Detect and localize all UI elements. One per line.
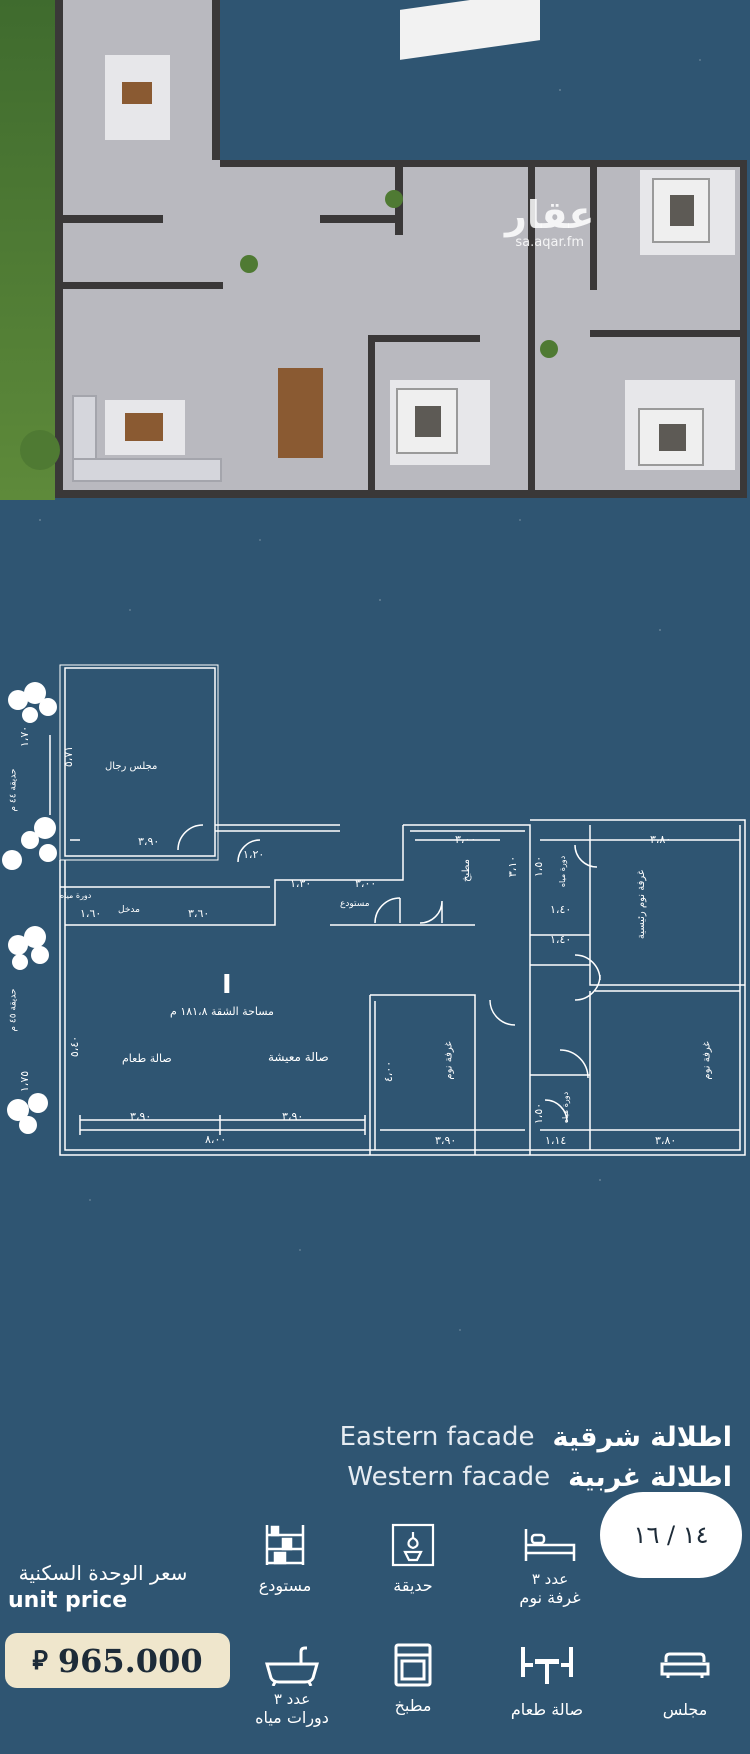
unit-mark: I: [222, 970, 232, 1000]
bedrooms-label: غرفة نوم: [519, 1588, 581, 1607]
aqar-logo-text: عقار: [505, 193, 595, 237]
feature-kitchen: مطبخ: [353, 1640, 473, 1716]
render-plan-image: [0, 0, 750, 500]
bathrooms-label: دورات مياه: [255, 1708, 329, 1727]
label-bath-1: دورة مياه: [60, 891, 92, 900]
riyal-currency-icon: ⃁: [32, 1646, 48, 1676]
label-dining: صالة طعام: [122, 1052, 172, 1065]
aqar-url: sa.aqar.fm: [515, 235, 585, 250]
facade-eastern-ar: اطلالة شرقية: [552, 1421, 732, 1453]
feature-dining: صالة طعام: [487, 1640, 607, 1720]
label-bedroom-2: غرفة نوم: [701, 1041, 713, 1080]
label-bath-3: دورة مياه: [561, 1091, 571, 1124]
kitchen-label: مطبخ: [394, 1696, 432, 1715]
dim: ١،٦٠: [80, 907, 102, 920]
price-value: 965.000: [57, 1641, 203, 1680]
dim: ٣،١٠: [506, 855, 520, 878]
feature-garden: حديقة: [353, 1520, 473, 1596]
price-box: ⃁ 965.000: [5, 1633, 230, 1688]
dim: ٣،٩٠: [435, 1134, 457, 1147]
dim: ٣،٠٠: [355, 877, 377, 890]
dim: ١،٧٠: [18, 725, 32, 748]
label-living: صالة معيشة: [268, 1050, 329, 1064]
dim: ١،١٤: [545, 1134, 567, 1147]
aqar-watermark: عقار sa.aqar.fm: [505, 195, 594, 250]
majlis-label: مجلس: [662, 1700, 708, 1719]
label-garden-2: حديقة ٤٥ م: [8, 988, 19, 1032]
dim: ١،٧٥: [18, 1070, 32, 1093]
dim: ١،٥٠: [532, 1102, 546, 1125]
feature-bedrooms: عدد ٣ غرفة نوم: [490, 1520, 610, 1608]
dim: ٣،٩٠: [130, 1110, 152, 1123]
dim: ٣،٨٠: [650, 833, 672, 846]
dim: ٣،٦٠: [188, 907, 210, 920]
garden-label: حديقة: [393, 1576, 433, 1595]
dim: ٣،٩٠: [282, 1110, 304, 1123]
label-majlis: مجلس رجال: [105, 761, 158, 772]
technical-floor-plan: مجلس رجال مطبخ غرفة نوم رئيسية غرفة نوم …: [0, 655, 750, 1165]
unit-price-label-en: unit price: [8, 1588, 128, 1613]
dim: ٣،٨٠: [655, 1134, 677, 1147]
dining-label: صالة طعام: [510, 1700, 584, 1719]
label-master-bedroom: غرفة نوم رئيسية: [636, 869, 648, 940]
label-bedroom-1: غرفة نوم: [443, 1041, 455, 1080]
facade-eastern: Eastern facade اطلالة شرقية: [292, 1417, 732, 1457]
facade-eastern-en: Eastern facade: [339, 1422, 535, 1452]
facade-western: Western facade اطلالة غربية: [292, 1457, 732, 1497]
dim: ٣،٠٠: [455, 833, 477, 846]
label-entrance: مدخل: [118, 905, 140, 915]
page-badge: ١٤ / ١٦: [600, 1492, 742, 1578]
label-bath-2: دورة مياه: [558, 855, 568, 888]
feature-storage: مستودع: [225, 1520, 345, 1596]
feature-majlis: مجلس: [625, 1640, 745, 1720]
facade-western-ar: اطلالة غربية: [568, 1461, 732, 1493]
feature-bathrooms: عدد ٣ دورات مياه: [232, 1640, 352, 1728]
garden-strip: [0, 0, 55, 500]
rendered-floor-plan: عقار sa.aqar.fm: [0, 0, 750, 500]
dim: ١،٤٠: [550, 933, 572, 946]
page-badge-text: ١٤ / ١٦: [633, 1521, 709, 1549]
garden-icon: [353, 1520, 473, 1570]
dim: ٨،٠٠: [205, 1133, 227, 1146]
label-kitchen: مطبخ: [461, 858, 473, 883]
facade-western-en: Western facade: [347, 1462, 551, 1492]
unit-price-label-ar: سعر الوحدة السكنية: [18, 1561, 188, 1585]
bedrooms-count: عدد ٣: [531, 1570, 569, 1588]
bed-icon: [490, 1520, 610, 1570]
label-area: مساحة الشقة ١٨١،٨ م: [170, 1005, 274, 1018]
label-storage: مستودع: [340, 899, 370, 909]
bathrooms-count: عدد ٣: [273, 1690, 311, 1708]
plan-lines: [2, 664, 746, 1156]
storage-label: مستودع: [258, 1576, 312, 1595]
label-garden-1: حديقة ٤٤ م: [8, 768, 19, 812]
dim: ٣،٩٠: [138, 835, 160, 848]
sofa-icon: [625, 1640, 745, 1690]
stove-icon: [353, 1640, 473, 1690]
dim: ٥،٧١: [62, 745, 76, 768]
dim: ١،٣٠: [290, 877, 312, 890]
shelves-icon: [225, 1520, 345, 1570]
dim: ١،٤٠: [550, 903, 572, 916]
bathtub-icon: [232, 1640, 352, 1690]
dining-table-icon: [487, 1640, 607, 1690]
dim: ١،٥٠: [532, 855, 546, 878]
dim: ٤،٠٠: [382, 1060, 396, 1083]
dim: ٥،٤٠: [68, 1035, 82, 1058]
dim: ١،٢٠: [243, 848, 265, 861]
